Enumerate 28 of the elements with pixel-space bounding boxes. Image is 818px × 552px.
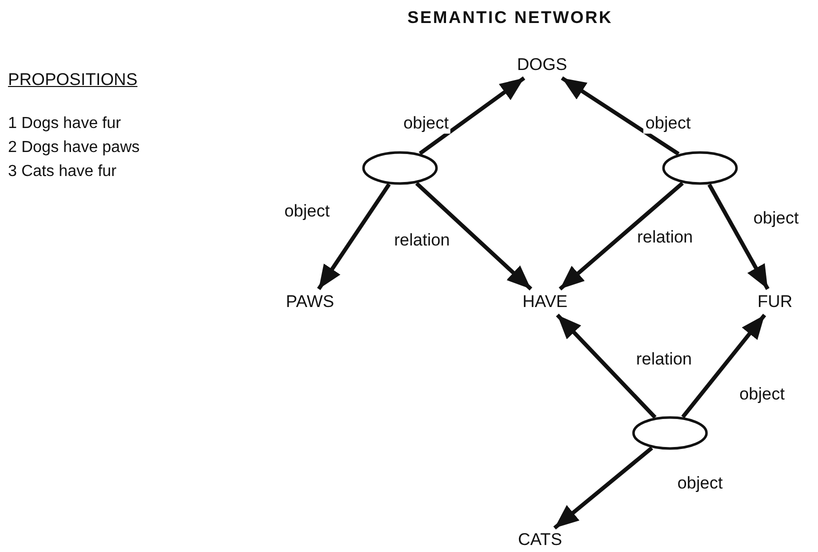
- concept-label: FUR: [753, 289, 797, 315]
- concept-label: DOGS: [511, 52, 573, 78]
- edge-label: object: [282, 202, 332, 222]
- relation-ellipse: [662, 151, 738, 185]
- relation-ellipse: [362, 151, 438, 185]
- concept-label: HAVE: [513, 289, 577, 315]
- edge-label: object: [401, 114, 451, 134]
- edge-label: object: [737, 386, 787, 404]
- proposition-text: 2 Dogs have paws: [8, 139, 140, 157]
- concept-label: PAWS: [278, 289, 342, 315]
- edge-label: object: [643, 114, 693, 134]
- arrow: [707, 184, 770, 290]
- arrow: [681, 314, 766, 418]
- proposition-text: 3 Cats have fur: [8, 163, 116, 181]
- arrow: [558, 182, 684, 291]
- edge-label: object: [751, 210, 801, 228]
- arrow: [553, 446, 654, 530]
- concept-label: CATS: [511, 528, 569, 552]
- arrow: [560, 76, 680, 156]
- arrow: [415, 182, 532, 290]
- edge-label: object: [675, 474, 725, 494]
- diagram-title: SEMANTIC NETWORK: [406, 8, 614, 28]
- relation-ellipse: [632, 416, 708, 450]
- arrow: [418, 76, 526, 156]
- arrow: [317, 183, 391, 290]
- section-heading: PROPOSITIONS: [8, 70, 138, 90]
- arrow: [556, 314, 657, 419]
- proposition-text: 1 Dogs have fur: [8, 115, 121, 133]
